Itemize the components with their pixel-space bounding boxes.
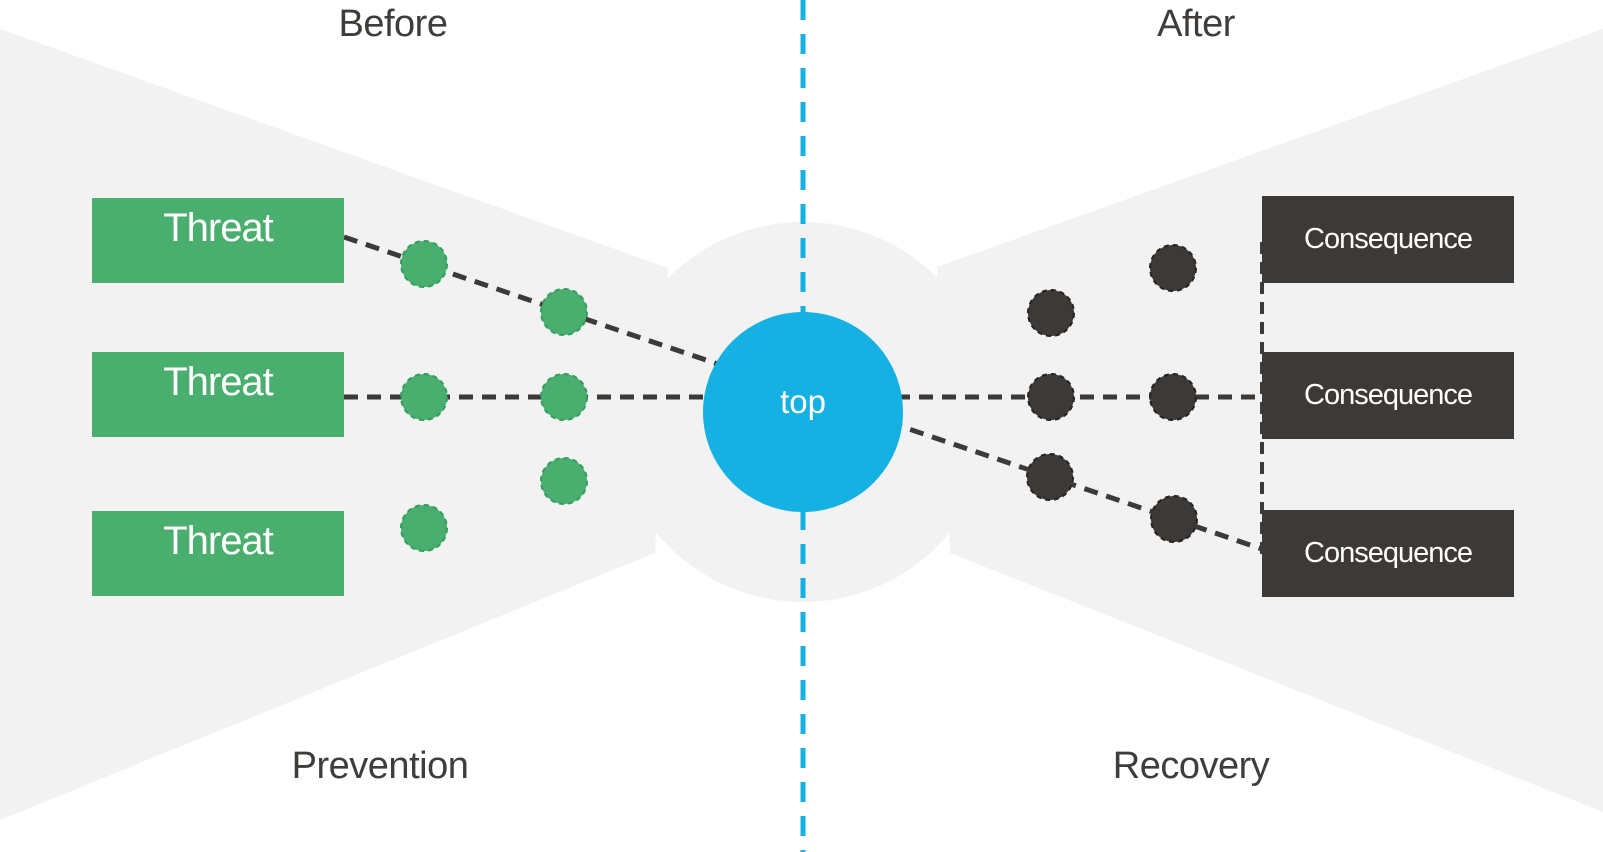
prevention-barrier-dot: [400, 504, 448, 552]
consequence-label: Consequence: [1304, 223, 1473, 256]
consequence-box-2: Consequence: [1262, 352, 1514, 439]
recovery-barrier-dot: [1150, 495, 1198, 543]
top-event-circle: top: [703, 312, 903, 512]
consequence-box-3: Consequence: [1262, 510, 1514, 597]
recovery-barrier-dot: [1027, 289, 1075, 337]
consequence-label: Consequence: [1304, 379, 1473, 412]
threat-box-2: Threat: [92, 352, 344, 437]
threat-box-3: Threat: [92, 511, 344, 596]
threat-box-1: Threat: [92, 198, 344, 283]
prevention-barrier-dot: [540, 288, 588, 336]
threat-label: Threat: [163, 519, 274, 563]
threat-label: Threat: [163, 360, 274, 404]
recovery-barrier-dot: [1149, 244, 1197, 292]
prevention-barrier-dot: [400, 373, 448, 421]
phase-label-before: Before: [338, 3, 448, 45]
prevention-barrier-dot: [400, 240, 448, 288]
phase-label-after: After: [1157, 3, 1235, 45]
function-label-prevention: Prevention: [291, 745, 469, 787]
prevention-barrier-dot: [540, 373, 588, 421]
consequence-label: Consequence: [1304, 537, 1473, 570]
prevention-barrier-dot: [540, 457, 588, 505]
recovery-barrier-dot: [1027, 373, 1075, 421]
threat-label: Threat: [163, 206, 274, 250]
recovery-barrier-dot: [1026, 453, 1074, 501]
top-event-label: top: [780, 382, 826, 420]
function-label-recovery: Recovery: [1112, 745, 1270, 787]
consequence-box-1: Consequence: [1262, 196, 1514, 283]
recovery-barrier-dot: [1149, 373, 1197, 421]
